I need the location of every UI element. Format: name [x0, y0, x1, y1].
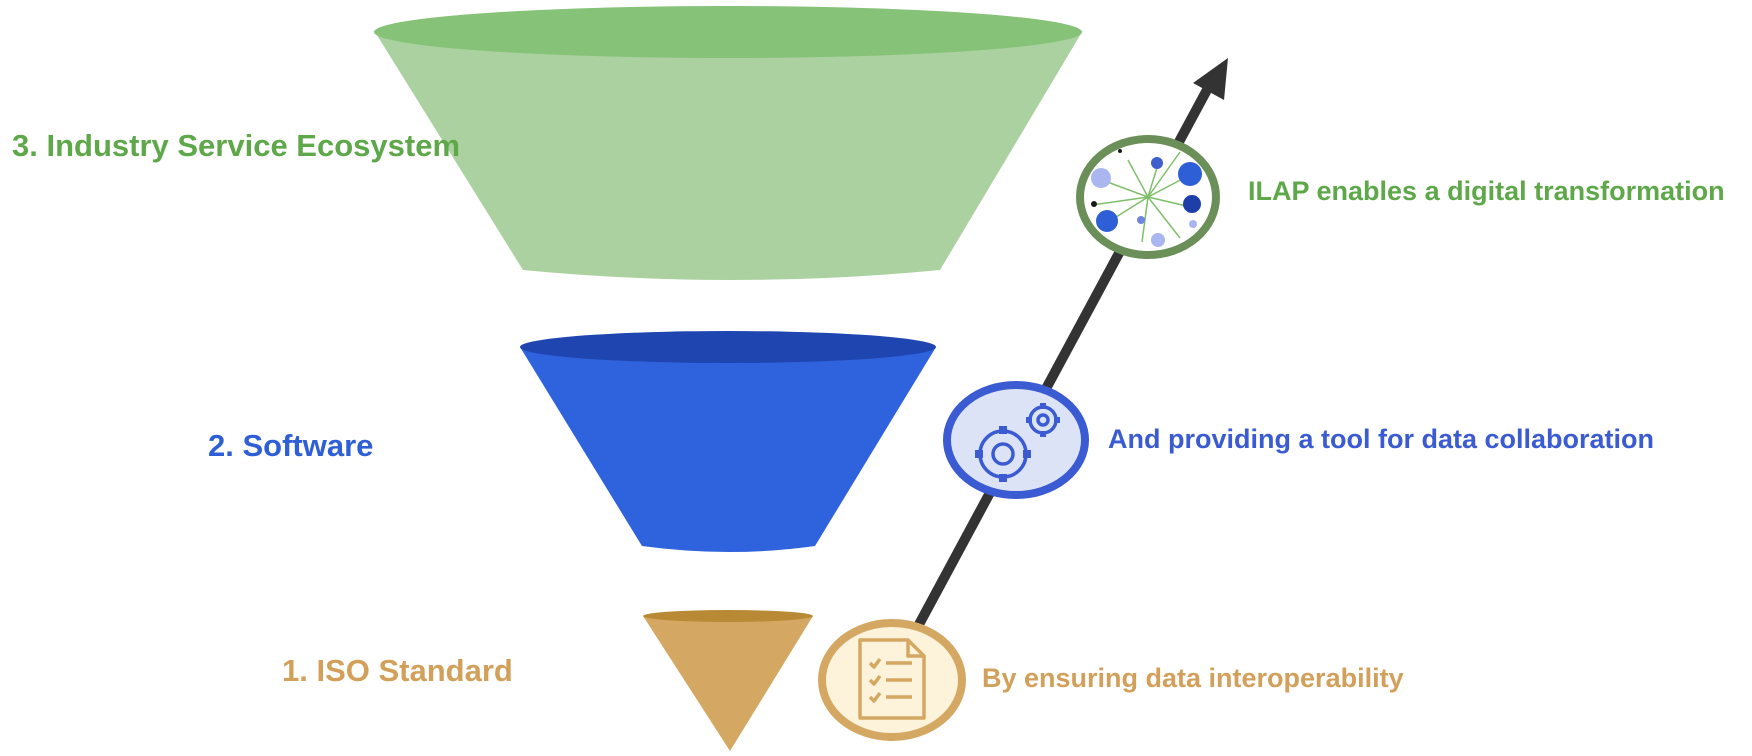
funnel-level-3 [374, 6, 1082, 280]
level-3-label: 3. Industry Service Ecosystem [12, 128, 461, 163]
level-2-label: 2. Software [208, 428, 374, 463]
gears-icon [943, 381, 1089, 499]
level-1-label: 1. ISO Standard [282, 653, 513, 688]
benefit-3-label: ILAP enables a digital transformation [1248, 176, 1725, 206]
benefit-2-label: And providing a tool for data collaborat… [1108, 424, 1654, 454]
checklist-document-icon [818, 619, 966, 741]
benefit-1-label: By ensuring data interoperability [982, 663, 1404, 693]
funnel-level-1 [643, 610, 813, 751]
network-icon [1076, 135, 1220, 259]
funnel-level-2 [520, 331, 936, 552]
